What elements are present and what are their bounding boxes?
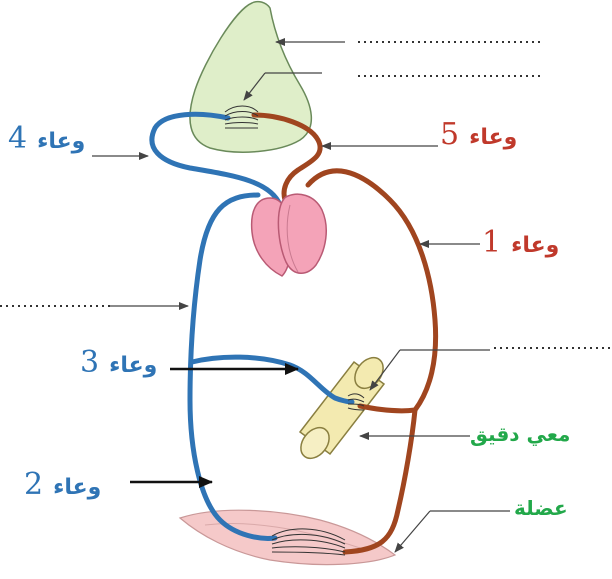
label-small-intestine: معي دقيق [470, 424, 570, 444]
lung-organ [190, 2, 311, 153]
label-vessel-3: 3 وعاء [80, 348, 157, 378]
arrow-muscle-diag [395, 511, 430, 552]
label-vessel-3-word: وعاء [109, 353, 157, 378]
muscle-organ [180, 510, 395, 564]
label-vessel-4: 4 وعاء [8, 124, 85, 154]
label-muscle: عضلة [514, 498, 568, 518]
blue-vessels [152, 114, 352, 538]
label-vessel-3-number: 3 [80, 345, 99, 380]
label-vessel-2-number: 2 [24, 467, 43, 502]
heart-organ [252, 194, 327, 276]
label-vessel-1-word: وعاء [511, 233, 559, 258]
vessel-3-path [192, 357, 352, 402]
label-vessel-1-number: 1 [482, 225, 501, 260]
bold-arrows [130, 369, 298, 482]
label-vessel-5: 5 وعاء [440, 120, 517, 150]
label-vessel-5-number: 5 [440, 117, 459, 152]
label-vessel-4-word: وعاء [37, 129, 85, 154]
label-vessel-5-word: وعاء [469, 125, 517, 150]
label-vessel-1: 1 وعاء [482, 228, 559, 258]
red-vessels [254, 115, 436, 552]
label-vessel-2-word: وعاء [53, 475, 101, 500]
label-vessel-2: 2 وعاء [24, 470, 101, 500]
label-vessel-4-number: 4 [8, 121, 27, 156]
